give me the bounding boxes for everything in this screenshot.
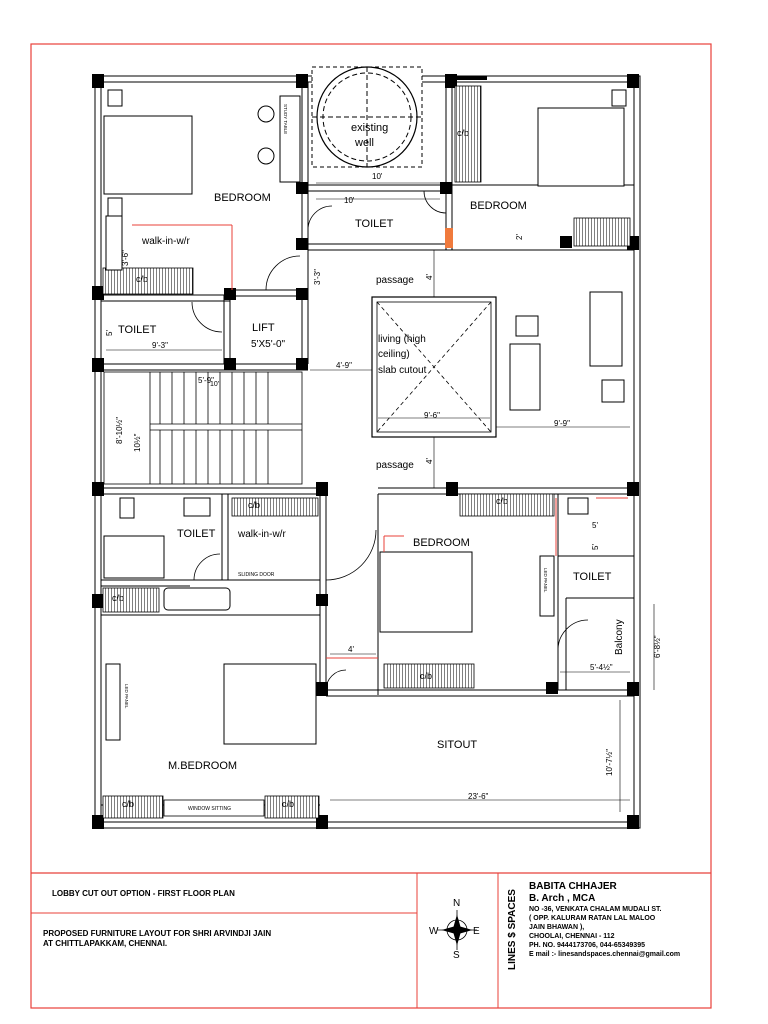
firm-name-vertical: LINES $ SPACES bbox=[507, 882, 527, 972]
room-label-bedroom-s: BEDROOM bbox=[413, 537, 470, 549]
room-label-toilet-n: TOILET bbox=[355, 218, 394, 230]
project-line-1: PROPOSED FURNITURE LAYOUT FOR SHRI ARVIN… bbox=[43, 929, 272, 938]
cb-label: c/b bbox=[282, 799, 294, 809]
doors bbox=[191, 190, 589, 691]
dim-label: 4' bbox=[425, 274, 434, 280]
led-panel-label: LED PANEL bbox=[543, 568, 548, 593]
furniture bbox=[103, 89, 627, 745]
red-accents bbox=[132, 224, 628, 659]
cb-label: c/b bbox=[122, 799, 134, 809]
compass-e: E bbox=[473, 926, 480, 937]
dim-label: 6'-8½" bbox=[653, 635, 662, 658]
room-label-sitout: SITOUT bbox=[437, 739, 477, 751]
email-line: E mail :- linesandspaces.chennai@gmail.c… bbox=[529, 951, 681, 958]
dim-label: 9'-6" bbox=[424, 411, 440, 420]
well-area bbox=[311, 66, 423, 168]
room-label-balcony: Balcony bbox=[614, 619, 625, 655]
room-label-mbedroom: M.BEDROOM bbox=[168, 760, 237, 772]
dim-label: 10½" bbox=[133, 433, 142, 452]
cb-label: c/b bbox=[112, 593, 124, 603]
led-panel-label: LED PANEL bbox=[124, 684, 129, 709]
wardrobes bbox=[102, 85, 631, 819]
dim-label: 10' bbox=[210, 381, 219, 388]
cupboard-labels: c/b c/b c/b c/b c/b c/b c/b c/b bbox=[112, 128, 508, 809]
study-table-label: STUDY TABLE bbox=[283, 104, 288, 134]
address-line: JAIN BHAWAN ), bbox=[529, 924, 585, 931]
room-label-bedroom-nw: BEDROOM bbox=[214, 192, 271, 204]
dim-label: 10' bbox=[372, 172, 383, 181]
room-label-walkin-nw: walk-in-w/r bbox=[141, 236, 190, 247]
dim-label: 3'-3" bbox=[313, 269, 322, 285]
room-labels: BEDROOM existing well BEDROOM TOILET wal… bbox=[118, 104, 625, 812]
room-label-walkin-sw: walk-in-w/r bbox=[237, 529, 286, 540]
dim-label: 5'-9" bbox=[198, 376, 214, 385]
room-label-passage-s: passage bbox=[376, 460, 414, 471]
orange-marker bbox=[445, 228, 453, 248]
address-line: NO -36, VENKATA CHALAM MUDALI ST. bbox=[529, 906, 662, 913]
dim-label: 9'-9" bbox=[554, 419, 570, 428]
drawing-frame bbox=[30, 43, 712, 1009]
room-label-toilet-w: TOILET bbox=[118, 324, 157, 336]
cb-label: c/b bbox=[420, 671, 432, 681]
architect-block: BABITA CHHAJER B. Arch , MCA NO -36, VEN… bbox=[529, 881, 729, 959]
room-label-bedroom-ne: BEDROOM bbox=[470, 200, 527, 212]
room-label-living-2: ceiling) bbox=[378, 349, 410, 360]
room-label-living-1: living (high bbox=[378, 334, 426, 345]
room-label-well: well bbox=[354, 137, 374, 149]
dim-label: 4' bbox=[348, 645, 354, 654]
compass-s: S bbox=[453, 950, 460, 961]
staircase bbox=[103, 371, 303, 485]
dim-label: 5' bbox=[591, 544, 600, 550]
compass-rose bbox=[437, 910, 477, 950]
room-label-window-sitting: WINDOW SITTING bbox=[188, 806, 231, 812]
room-label-lift-size: 5'X5'-0" bbox=[251, 339, 286, 350]
dim-label: 4'-9" bbox=[336, 361, 352, 370]
plan-title: LOBBY CUT OUT OPTION - FIRST FLOOR PLAN bbox=[52, 889, 235, 898]
dim-label: 8'-10½" bbox=[115, 417, 124, 444]
room-label-living-3: slab cutout bbox=[378, 365, 427, 376]
dim-label: 9'-3" bbox=[152, 341, 168, 350]
architect-name: BABITA CHHAJER bbox=[529, 881, 617, 892]
dimension-labels: 10' 10' 3'-6" 3'-3" 5' 9'-3" 5'-9" 4'-9"… bbox=[105, 172, 662, 801]
dim-label: 5' bbox=[592, 521, 598, 530]
architect-degree: B. Arch , MCA bbox=[529, 893, 596, 904]
dim-label: 5' bbox=[105, 330, 114, 336]
dim-label: 23'-6" bbox=[468, 792, 489, 801]
dimension-lines bbox=[106, 182, 655, 812]
room-label-existing: existing bbox=[351, 122, 388, 134]
dim-label: 3'-6" bbox=[121, 250, 130, 266]
columns bbox=[92, 74, 639, 829]
cb-label: c/b bbox=[136, 274, 148, 284]
phone-line: PH. NO. 9444173706, 044-65349395 bbox=[529, 942, 645, 949]
room-label-toilet-se: TOILET bbox=[573, 571, 612, 583]
dim-label: 10'-7½" bbox=[605, 749, 614, 776]
room-label-sliding-door: SLIDING DOOR bbox=[238, 572, 275, 578]
room-label-toilet-sw: TOILET bbox=[177, 528, 216, 540]
cb-label: c/b bbox=[496, 496, 508, 506]
compass-letters: N E S W bbox=[429, 898, 480, 961]
address-line: CHOOLAI, CHENNAI - 112 bbox=[529, 933, 615, 940]
interior-walls bbox=[101, 82, 634, 806]
dim-label: 10' bbox=[344, 196, 355, 205]
address-line: ( OPP. KALURAM RATAN LAL MALOO bbox=[529, 915, 656, 922]
dim-label: 4' bbox=[425, 458, 434, 464]
cb-label: c/b bbox=[248, 500, 260, 510]
project-line-2: AT CHITTLAPAKKAM, CHENNAI. bbox=[43, 939, 168, 948]
dim-label: 2' bbox=[515, 234, 524, 240]
room-label-lift: LIFT bbox=[252, 322, 275, 334]
firm-name: LINES $ SPACES bbox=[507, 889, 518, 970]
dim-label: 5'-4½" bbox=[590, 663, 613, 672]
compass-w: W bbox=[429, 926, 439, 937]
compass-n: N bbox=[453, 898, 460, 909]
room-label-passage-n: passage bbox=[376, 275, 414, 286]
cb-label: c/b bbox=[457, 128, 469, 138]
